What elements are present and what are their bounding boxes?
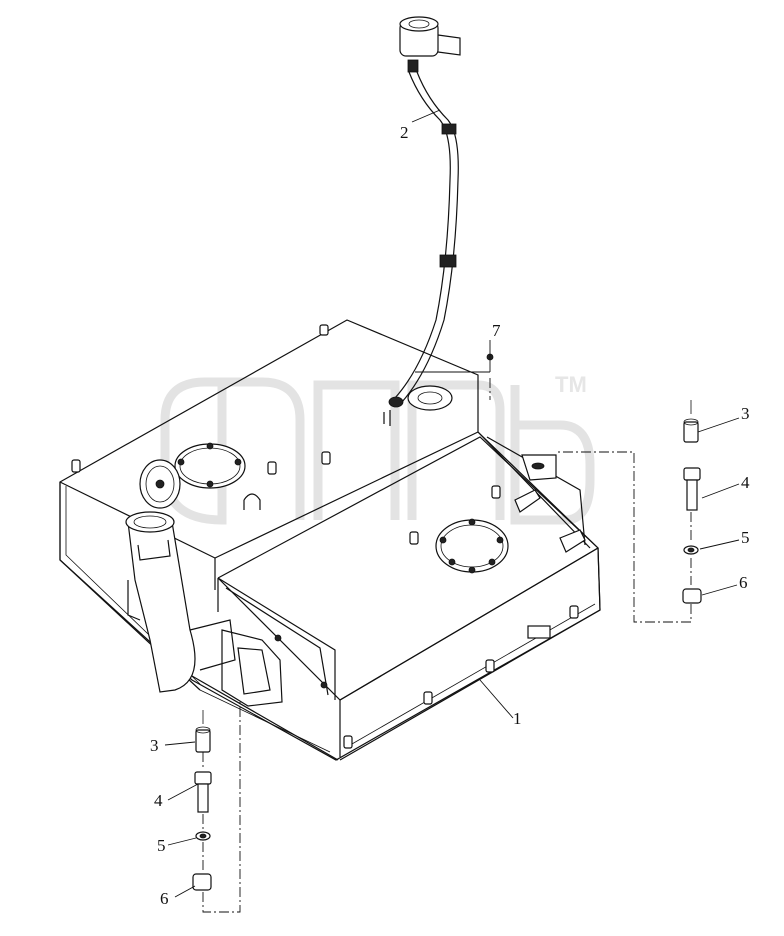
callout-3-left: 3 (150, 736, 159, 755)
callout-6-left: 6 (160, 889, 169, 908)
callout-5-left: 5 (157, 836, 166, 855)
callout-5-right: 5 (741, 528, 750, 547)
breather-hose-assembly (383, 16, 494, 426)
callout-1: 1 (513, 709, 522, 728)
hardware-stack-left (192, 700, 241, 913)
callout-4-right: 4 (741, 473, 750, 492)
callout-3-right: 3 (741, 404, 750, 423)
trademark-text: TM (555, 372, 587, 397)
callout-4-left: 4 (154, 791, 163, 810)
hardware-stack-right (556, 400, 702, 623)
callout-7: 7 (492, 321, 501, 340)
callout-labels: 2 7 1 3 4 5 6 3 4 5 6 (150, 123, 750, 908)
callout-6-right: 6 (739, 573, 748, 592)
leader-lines (164, 109, 740, 898)
callout-2: 2 (400, 123, 409, 142)
fuel-tank (59, 319, 601, 761)
